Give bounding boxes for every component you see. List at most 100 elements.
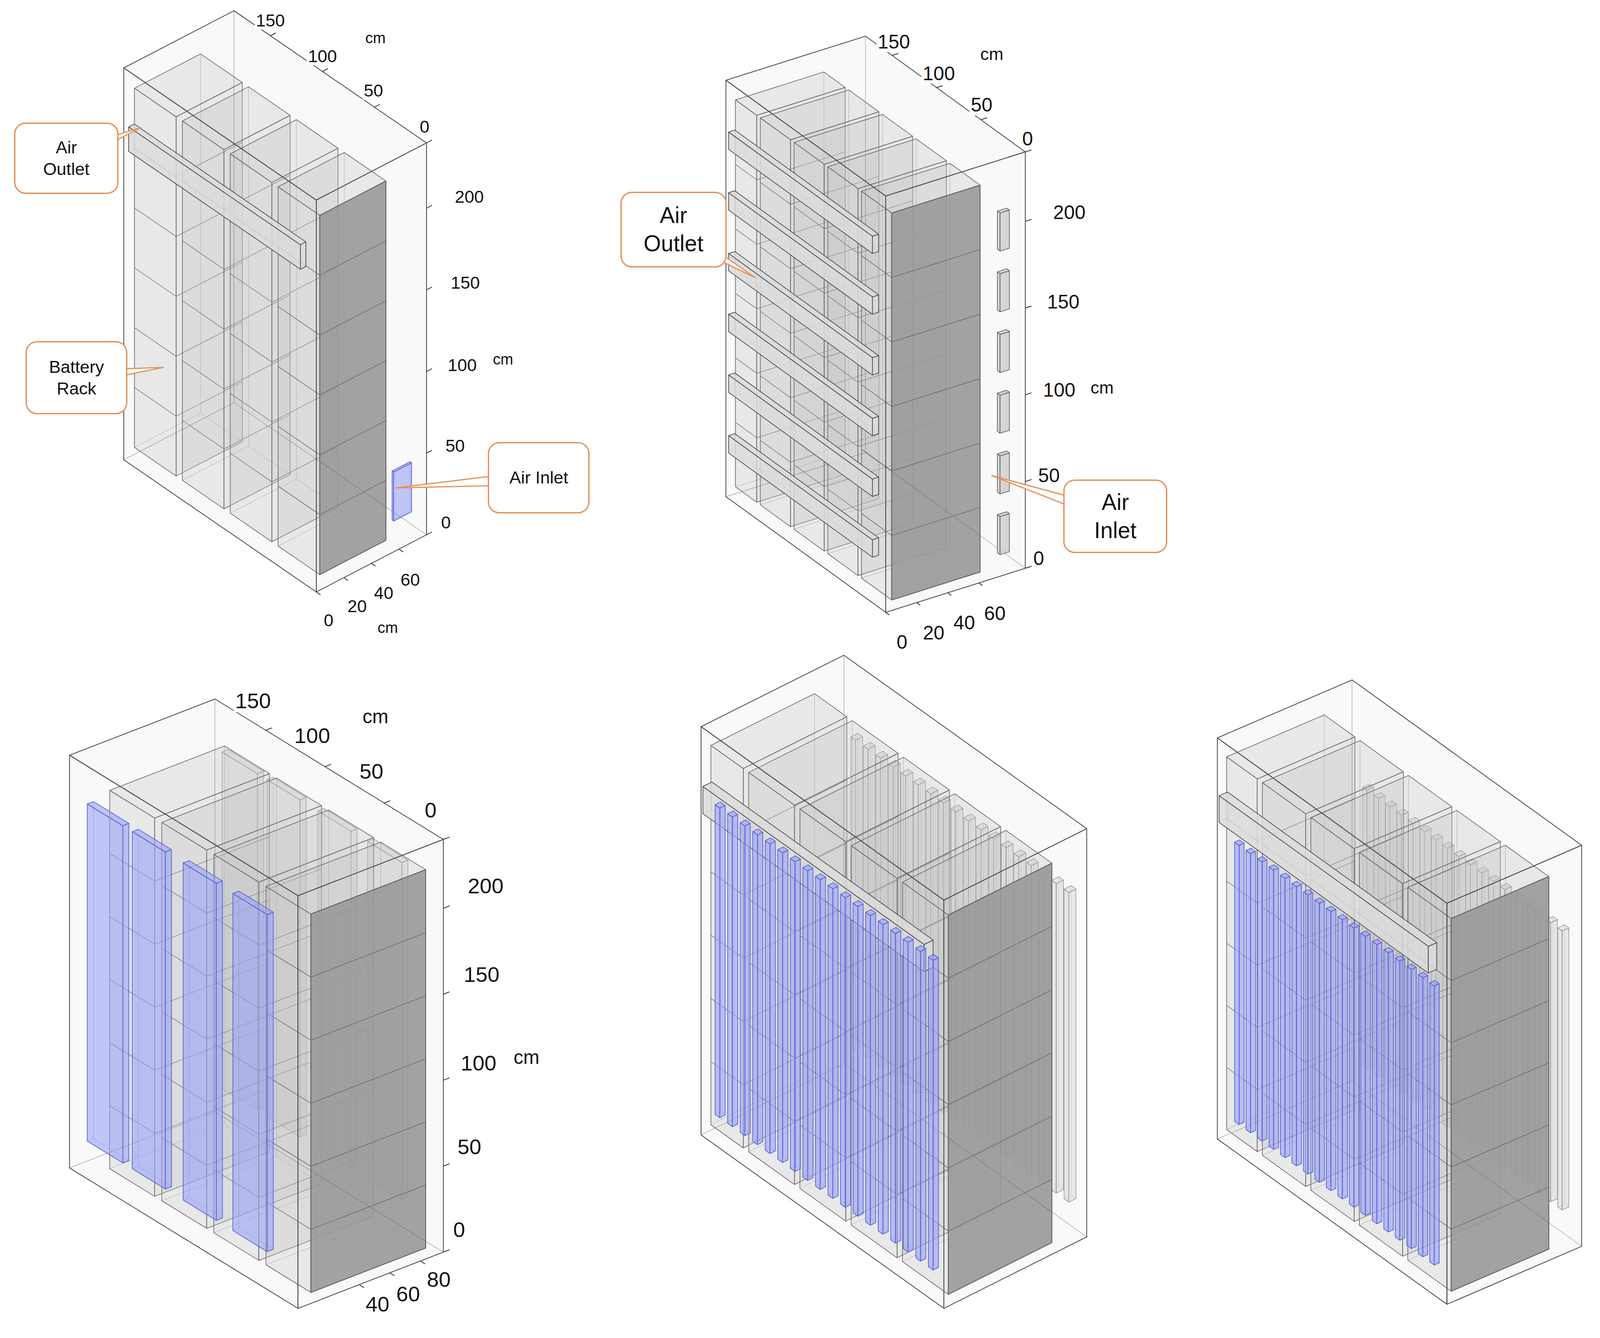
- cooling-plate: [890, 930, 896, 1244]
- air-inlet-vent: [999, 331, 1010, 373]
- cooling-plate: [1326, 908, 1331, 1191]
- axis-tick: [443, 836, 450, 839]
- cooling-plate: [1246, 848, 1256, 854]
- cooling-plate: [1330, 909, 1336, 1191]
- air-inlet-vent: [997, 514, 1000, 555]
- axis-label: 150: [254, 11, 287, 30]
- cooling-plate: [1269, 864, 1279, 870]
- callout-box: Battery Rack: [25, 341, 128, 415]
- air-inlet-vent: [997, 207, 1010, 213]
- cooling-plate: [1262, 859, 1267, 1141]
- cooling-plate: [1234, 839, 1245, 846]
- air-inlet-vent: [997, 329, 1010, 335]
- cooling-plate: [1429, 982, 1435, 1266]
- air-inlet-vent: [997, 393, 1000, 434]
- callout-text: Air Inlet: [509, 466, 569, 489]
- axis-label: 20: [921, 622, 946, 643]
- cooling-plate: [1365, 934, 1370, 1216]
- air-outlet-duct: [728, 374, 873, 497]
- enclosure-multi-outlet: [725, 36, 1032, 615]
- cooling-plate: [727, 813, 733, 1127]
- axis-tick: [343, 577, 348, 581]
- axis-tick: [322, 68, 329, 72]
- axis-label: 150: [1045, 291, 1081, 312]
- cooling-plate: [1372, 939, 1382, 945]
- cooling-plate: [1349, 922, 1359, 929]
- cooling-plate: [1360, 932, 1366, 1216]
- cooling-plate: [832, 886, 839, 1199]
- air-inlet-vent: [997, 268, 1010, 274]
- cooling-plate: [122, 823, 130, 1163]
- air-outlet-duct: [728, 433, 879, 540]
- cooling-plate: [727, 810, 738, 817]
- cooling-plate: [393, 462, 412, 521]
- cooling-plate: [1337, 914, 1348, 920]
- cooling-plate: [807, 868, 813, 1181]
- cooling-plate: [890, 927, 901, 934]
- axis-label: 0: [423, 798, 439, 822]
- cooling-plate: [1303, 889, 1314, 895]
- cooling-plate: [878, 918, 889, 925]
- air-outlet-duct: [728, 132, 873, 254]
- cooling-plate: [715, 804, 721, 1118]
- axis-label: cm: [376, 619, 400, 636]
- cooling-plate: [915, 947, 921, 1261]
- cooling-plate: [740, 822, 746, 1136]
- axis-label: 100: [1041, 379, 1077, 401]
- cooling-plate: [752, 828, 763, 836]
- cooling-plate: [1250, 851, 1256, 1133]
- air-inlet-vent: [997, 450, 1010, 456]
- cooling-plate: [790, 858, 796, 1172]
- cooling-plate: [802, 867, 808, 1181]
- cooling-plate: [865, 909, 876, 916]
- air-outlet-duct: [872, 233, 879, 254]
- cooling-plate: [878, 920, 884, 1234]
- axis-label: 80: [425, 1268, 453, 1291]
- axis-tick: [1025, 219, 1032, 222]
- cooling-plate: [1353, 925, 1359, 1207]
- cooling-plate: [903, 936, 914, 943]
- axis-label: 40: [372, 583, 395, 602]
- enclosure-outline: [297, 839, 444, 1309]
- cooling-plate: [1239, 842, 1244, 1125]
- cooling-plate: [752, 831, 758, 1145]
- axis-label: 200: [466, 874, 505, 898]
- enclosure-outline: [316, 142, 427, 592]
- air-inlet-vent: [997, 389, 1010, 395]
- axis-label: 100: [306, 47, 339, 66]
- cooling-plate: [794, 859, 801, 1172]
- cooling-plate: [928, 957, 934, 1270]
- axis-tick: [443, 905, 450, 908]
- cooling-plate: [865, 912, 871, 1226]
- air-outlet-duct: [728, 192, 873, 315]
- axis-label: 0: [322, 611, 335, 630]
- axis-label: 50: [444, 436, 467, 455]
- axis-label: cm: [1089, 378, 1116, 397]
- enclosure-four-plates: [69, 698, 450, 1309]
- axis-tick: [1025, 566, 1032, 568]
- axis-tick: [325, 764, 332, 767]
- axis-tick: [443, 1077, 450, 1081]
- axis-label: 0: [452, 1218, 467, 1241]
- cooling-plate: [1291, 883, 1297, 1166]
- axis-label: 200: [453, 187, 486, 206]
- cooling-plate: [1314, 899, 1320, 1183]
- cooling-plate: [1319, 901, 1325, 1183]
- axis-label: 100: [921, 63, 957, 84]
- air-outlet-duct: [1428, 942, 1437, 973]
- cooling-plate: [1307, 892, 1313, 1174]
- cooling-plate: [765, 837, 776, 844]
- axis-label: 50: [1036, 465, 1062, 486]
- air-outlet-duct: [872, 294, 879, 315]
- cooling-plate: [840, 891, 851, 898]
- cooling-plate: [1388, 950, 1393, 1232]
- air-outlet-duct: [128, 123, 306, 245]
- axis-tick: [270, 33, 277, 36]
- axis-label: 50: [358, 760, 385, 783]
- cooling-plate: [1291, 881, 1302, 887]
- axis-tick: [916, 602, 921, 606]
- axis-tick: [374, 104, 381, 108]
- cooling-plate: [903, 939, 909, 1252]
- axis-label: 50: [969, 94, 994, 116]
